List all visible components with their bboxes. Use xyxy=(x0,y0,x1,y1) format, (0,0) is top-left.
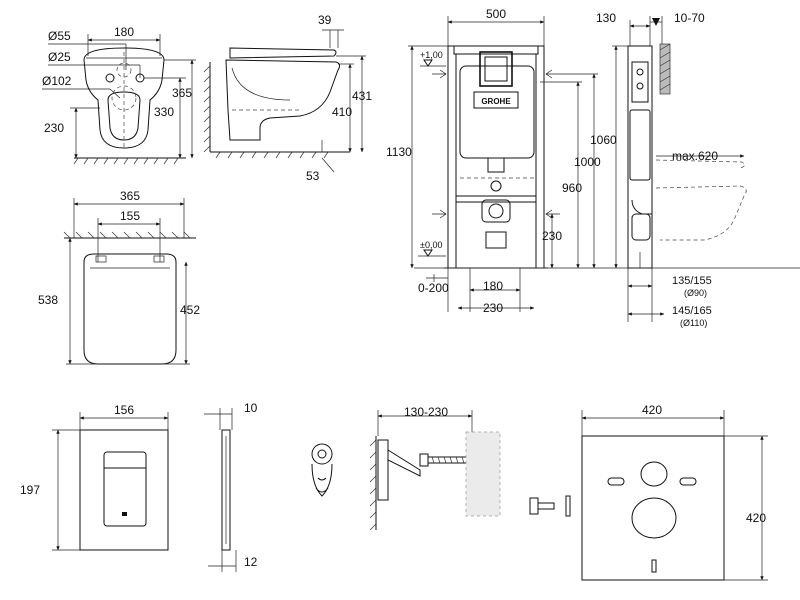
frame-width-230: 230 xyxy=(483,301,503,315)
frame-side-top-130: 130 xyxy=(596,11,616,25)
wc-front-width: 180 xyxy=(114,25,134,39)
frame-side-top-range: 10-70 xyxy=(674,11,705,25)
wc-side-h-410: 410 xyxy=(332,105,352,119)
seat-width-365: 365 xyxy=(120,189,140,203)
frame-side-max-620: max.620 xyxy=(672,149,718,163)
wc-side-h-431: 431 xyxy=(352,89,372,103)
frame-side-depth-1-pipe: (Ø90) xyxy=(684,288,707,298)
bolts-range: 130-230 xyxy=(404,405,448,419)
wc-front-h-230: 230 xyxy=(44,121,64,135)
wc-front-h-365: 365 xyxy=(172,86,192,100)
plate-side-view: 10 12 xyxy=(204,401,258,572)
wc-side-top-39: 39 xyxy=(318,13,332,27)
wc-front-view: 180 Ø55 Ø25 Ø102 230 xyxy=(42,25,196,165)
flush-plate-view: 156 197 xyxy=(20,403,169,551)
frame-width-500: 500 xyxy=(486,7,506,21)
frame-side-depth-2: 145/165 xyxy=(672,305,712,317)
plate-depth-10: 10 xyxy=(244,401,258,415)
frame-level-top: +1,00 xyxy=(420,50,443,60)
frame-height-1000: 1000 xyxy=(574,155,601,169)
seat-length-452: 452 xyxy=(180,303,200,317)
wc-front-h-330: 330 xyxy=(154,105,174,119)
mounting-bolts-view: 130-230 xyxy=(311,405,501,531)
wc-side-bottom-53: 53 xyxy=(306,169,320,183)
plate-width-156: 156 xyxy=(114,403,134,417)
mat-width-420: 420 xyxy=(642,403,662,417)
frame-height-1130: 1130 xyxy=(386,145,412,159)
frame-height-230: 230 xyxy=(542,229,562,243)
wc-front-dia-55: Ø55 xyxy=(48,29,71,43)
frame-width-180: 180 xyxy=(483,279,503,293)
seat-length-538: 538 xyxy=(38,293,58,307)
frame-side-depth-1: 135/155 xyxy=(672,275,712,287)
frame-front-view: 500 GROHE +1,00 ±0,00 xyxy=(386,7,601,315)
frame-side-depth-2-pipe: (Ø110) xyxy=(680,318,707,328)
frame-height-960: 960 xyxy=(562,181,582,195)
wc-front-dia-25: Ø25 xyxy=(48,50,71,64)
plate-depth-12: 12 xyxy=(244,555,258,569)
wc-front-dia-102: Ø102 xyxy=(42,74,72,88)
plate-height-197: 197 xyxy=(20,483,40,497)
frame-brand-logo: GROHE xyxy=(481,97,511,106)
frame-side-view: 130 10-70 max.620 1060 xyxy=(590,11,800,328)
wc-side-view: 39 431 410 53 xyxy=(203,13,372,183)
frame-level-floor: ±0,00 xyxy=(420,240,442,250)
seat-width-155: 155 xyxy=(120,209,140,223)
mat-height-420: 420 xyxy=(746,511,766,525)
seat-top-view: 365 155 538 452 xyxy=(38,189,200,365)
frame-side-h-1060: 1060 xyxy=(590,133,617,147)
frame-offset-range: 0-200 xyxy=(418,281,449,295)
sound-mat-view: 420 420 xyxy=(529,403,768,581)
